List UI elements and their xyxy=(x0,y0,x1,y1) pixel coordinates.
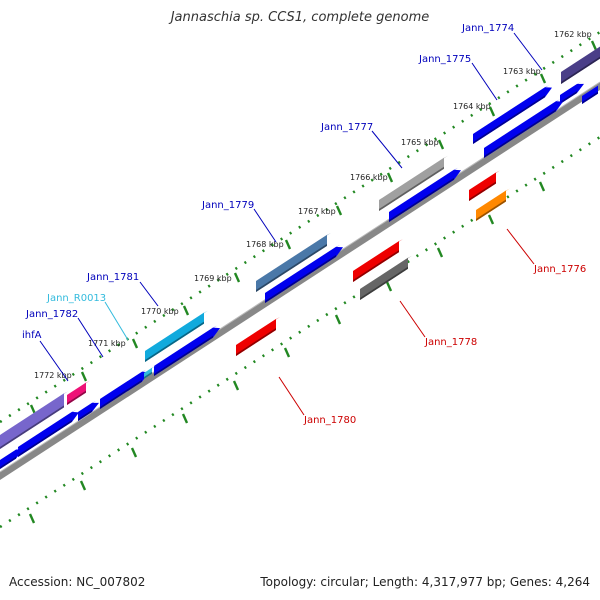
kbp-tick xyxy=(181,413,189,424)
feature-jann-1777-gray xyxy=(379,157,444,211)
kbp-tick xyxy=(335,205,343,216)
kbp-tick xyxy=(80,371,88,382)
cds-right-edge-edge xyxy=(582,91,598,104)
kbp-tick xyxy=(334,314,342,325)
leader-jann-1781 xyxy=(139,281,159,307)
cds-jann-1782-edge xyxy=(100,379,142,409)
accession-text: Accession: NC_007802 xyxy=(9,575,146,589)
cds-jann-1778 xyxy=(360,257,408,300)
inner-tick-track xyxy=(0,135,600,529)
kbp-ruler: 1762 kbp 1763 kbp 1764 kbp 1765 kbp 1766… xyxy=(28,30,598,524)
kbp-label: 1767 kbp xyxy=(298,207,336,216)
kbp-tick xyxy=(538,181,546,192)
feature-jann-1777-gray-edge xyxy=(379,166,444,211)
kbp-label: 1764 kbp xyxy=(453,102,491,111)
gene-label-jann-1775[interactable]: Jann_1775 xyxy=(418,54,471,65)
cds-ihfa-edge xyxy=(18,419,72,457)
cds-small-a-edge xyxy=(78,409,92,421)
feature-pink xyxy=(67,382,86,405)
gene-label-jann-1779[interactable]: Jann_1779 xyxy=(201,200,254,211)
cds-jann-1780-edge xyxy=(236,328,276,356)
cds-edge-left-edge xyxy=(0,456,16,469)
cds-jann-1780 xyxy=(236,319,276,356)
cds-jann-1778-edge xyxy=(360,266,408,300)
feature-jann-1774-purple xyxy=(561,46,600,84)
leader-jann-1779 xyxy=(253,208,277,243)
feature-jann-1779-steel-edge xyxy=(256,243,327,292)
gene-label-jann-1776[interactable]: Jann_1776 xyxy=(533,264,586,275)
kbp-label: 1769 kbp xyxy=(194,274,232,283)
cds-jann-1777-edge xyxy=(389,177,454,222)
kbp-label: 1768 kbp xyxy=(246,240,284,249)
kbp-tick xyxy=(487,214,495,225)
leader-jann-1780 xyxy=(278,376,305,416)
leader-jann-1777 xyxy=(371,130,403,169)
map-title: Jannaschia sp. CCS1, complete genome xyxy=(170,10,430,25)
feature-jann-1779-steel xyxy=(256,234,327,292)
cds-jann-1778-red-edge xyxy=(353,250,399,282)
kbp-tick xyxy=(130,447,138,458)
kbp-tick xyxy=(232,380,240,391)
leader-jann-1782 xyxy=(77,317,104,358)
kbp-tick xyxy=(386,172,394,183)
gene-label-jann-1781[interactable]: Jann_1781 xyxy=(86,272,139,283)
kbp-tick xyxy=(590,40,598,51)
kbp-tick xyxy=(385,281,393,292)
kbp-tick xyxy=(131,338,139,349)
kbp-label: 1772 kbp xyxy=(34,371,72,380)
gene-features xyxy=(0,46,600,469)
kbp-tick xyxy=(284,239,292,250)
kbp-label: 1766 kbp xyxy=(350,173,388,182)
feature-rna-small-edge xyxy=(144,371,152,379)
kbp-label: 1763 kbp xyxy=(503,67,541,76)
leader-jann-1775 xyxy=(471,62,498,101)
outer-tick-track xyxy=(0,30,600,424)
kbp-tick xyxy=(283,347,291,358)
cds-jann-1776 xyxy=(476,190,506,221)
kbp-tick xyxy=(79,480,87,491)
leader-jann-1778 xyxy=(399,300,426,338)
kbp-tick xyxy=(437,139,445,150)
topology-summary: Topology: circular; Length: 4,317,977 bp… xyxy=(260,575,590,589)
kbp-label: 1762 kbp xyxy=(554,30,592,39)
gene-label-jann-1780[interactable]: Jann_1780 xyxy=(303,415,356,426)
kbp-tick xyxy=(29,404,37,415)
gene-label-jann-1782[interactable]: Jann_1782 xyxy=(25,309,78,320)
leader-jann-r0013 xyxy=(104,301,129,341)
kbp-tick xyxy=(539,73,547,84)
kbp-label: 1765 kbp xyxy=(401,138,439,147)
kbp-tick xyxy=(28,513,36,524)
feature-jann-1781-cyan-edge xyxy=(145,321,204,362)
leader-jann-1774 xyxy=(513,32,543,71)
kbp-label: 1771 kbp xyxy=(88,339,126,348)
cds-jann-1781-edge xyxy=(154,335,213,376)
kbp-tick xyxy=(436,247,444,258)
feature-pink-edge xyxy=(67,390,86,405)
kbp-tick xyxy=(233,272,241,283)
gene-label-ihfa[interactable]: ihfA xyxy=(22,330,42,341)
leader-jann-1776 xyxy=(506,228,535,265)
feature-purple-left xyxy=(0,393,64,449)
kbp-label: 1770 kbp xyxy=(141,307,179,316)
gene-label-jann-1778[interactable]: Jann_1778 xyxy=(424,337,477,348)
cds-jann-1774-blue-edge xyxy=(560,90,577,104)
cds-1775-upper-edge xyxy=(473,95,545,144)
feature-jann-1781-cyan xyxy=(145,312,204,362)
gene-label-jann-1777[interactable]: Jann_1777 xyxy=(320,122,373,133)
feature-purple-left-edge xyxy=(0,405,64,449)
cds-jann-1776-edge xyxy=(476,199,506,221)
leader-ihfa xyxy=(39,340,69,382)
gene-label-jann-1774[interactable]: Jann_1774 xyxy=(461,23,514,34)
cds-jann-1776-red xyxy=(469,172,496,201)
cds-jann-1776-red-edge xyxy=(469,181,496,201)
label-leaders xyxy=(39,32,543,416)
feature-jann-1774-purple-edge xyxy=(561,56,600,84)
cds-jann-1779-edge xyxy=(265,254,336,303)
kbp-tick xyxy=(488,106,496,117)
kbp-tick xyxy=(182,305,190,316)
gene-label-jann-r0013[interactable]: Jann_R0013 xyxy=(46,293,106,304)
cds-jann-1778-red xyxy=(353,241,399,282)
cds-jann-1775-edge xyxy=(484,109,556,158)
